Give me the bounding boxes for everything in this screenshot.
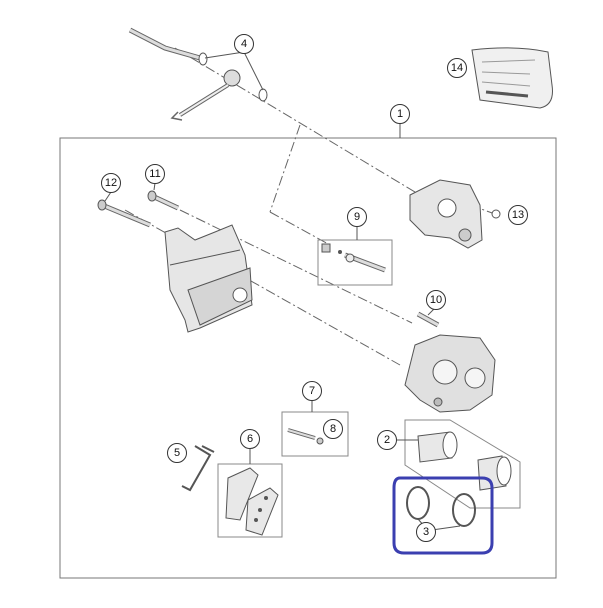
caliper-body[interactable]: [404, 334, 496, 413]
part-14-tool-sheet[interactable]: [471, 47, 553, 109]
part-7-pin-box[interactable]: [281, 400, 349, 457]
part-5-spring-clip[interactable]: [181, 445, 215, 492]
assembly-frame: [59, 137, 557, 579]
part-13-caliper-upper[interactable]: [409, 179, 501, 249]
callout-14[interactable]: 14: [447, 58, 467, 78]
callout-label-4: 4: [241, 38, 247, 50]
callout-4[interactable]: 4: [234, 34, 254, 54]
part-6-brake-pads[interactable]: [217, 448, 283, 538]
part-9-pin-kit[interactable]: [317, 226, 393, 286]
callout-label-5: 5: [174, 447, 180, 459]
callout-label-9: 9: [354, 211, 360, 223]
callout-11[interactable]: 11: [145, 164, 165, 184]
callout-5[interactable]: 5: [167, 443, 187, 463]
callout-7[interactable]: 7: [302, 381, 322, 401]
callout-label-6: 6: [247, 433, 253, 445]
callout-label-7: 7: [309, 385, 315, 397]
callout-label-1: 1: [397, 108, 403, 120]
callout-label-13: 13: [512, 209, 524, 221]
callout-label-2: 2: [384, 434, 390, 446]
caliper-bracket[interactable]: [164, 224, 253, 333]
callout-6[interactable]: 6: [240, 429, 260, 449]
callout-label-3: 3: [423, 526, 429, 538]
part-2-pistons[interactable]: [397, 419, 521, 509]
callout-8[interactable]: 8: [323, 419, 343, 439]
part-3-seals[interactable]: [392, 476, 494, 555]
part-12-long-bolt[interactable]: [97, 191, 151, 228]
callout-label-11: 11: [149, 168, 160, 180]
callout-9[interactable]: 9: [347, 207, 367, 227]
callout-1[interactable]: 1: [390, 104, 410, 139]
callout-12[interactable]: 12: [101, 173, 121, 193]
callout-label-12: 12: [105, 177, 117, 189]
callout-label-8: 8: [330, 423, 336, 435]
highlight-box: [392, 476, 494, 555]
callout-2[interactable]: 2: [377, 430, 397, 450]
callout-label-10: 10: [430, 294, 442, 306]
callout-label-14: 14: [451, 62, 463, 74]
callout-10[interactable]: 10: [426, 290, 446, 310]
part-11-short-bolt[interactable]: [147, 182, 180, 211]
callout-13[interactable]: 13: [508, 205, 528, 225]
callout-3[interactable]: 3: [416, 522, 436, 542]
part-4-bolt-assembly[interactable]: [128, 27, 268, 121]
